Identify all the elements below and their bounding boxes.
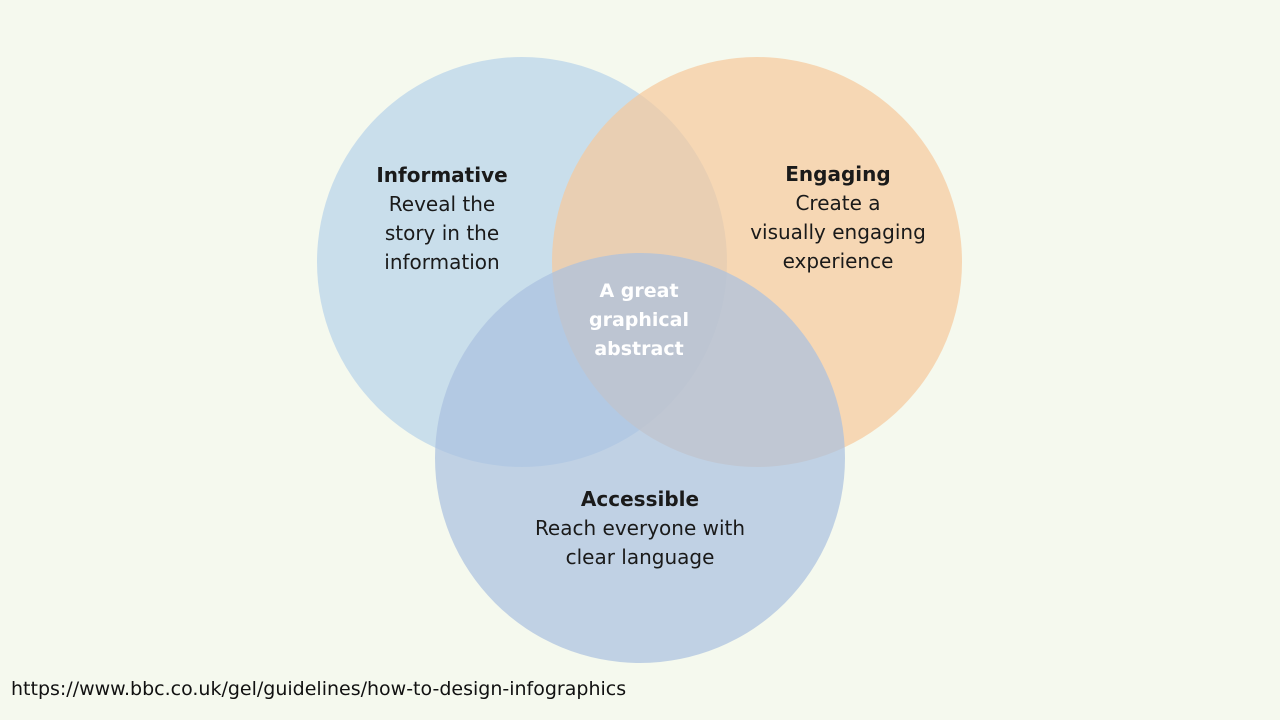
accessible-circle	[435, 253, 845, 663]
accessible-label: Accessible Reach everyone with clear lan…	[520, 485, 760, 572]
source-url: https://www.bbc.co.uk/gel/guidelines/how…	[11, 678, 627, 700]
informative-description: Reveal the story in the information	[384, 192, 500, 274]
accessible-title: Accessible	[580, 487, 700, 511]
center-label: A great graphical abstract	[588, 280, 690, 360]
engaging-description: Create a visually engaging experience	[750, 191, 926, 273]
accessible-description: Reach everyone with clear language	[534, 516, 746, 569]
engaging-label: Engaging Create a visually engaging expe…	[718, 160, 958, 276]
informative-title: Informative	[376, 163, 508, 187]
engaging-title: Engaging	[785, 162, 891, 186]
informative-label: Informative Reveal the story in the info…	[342, 161, 542, 277]
